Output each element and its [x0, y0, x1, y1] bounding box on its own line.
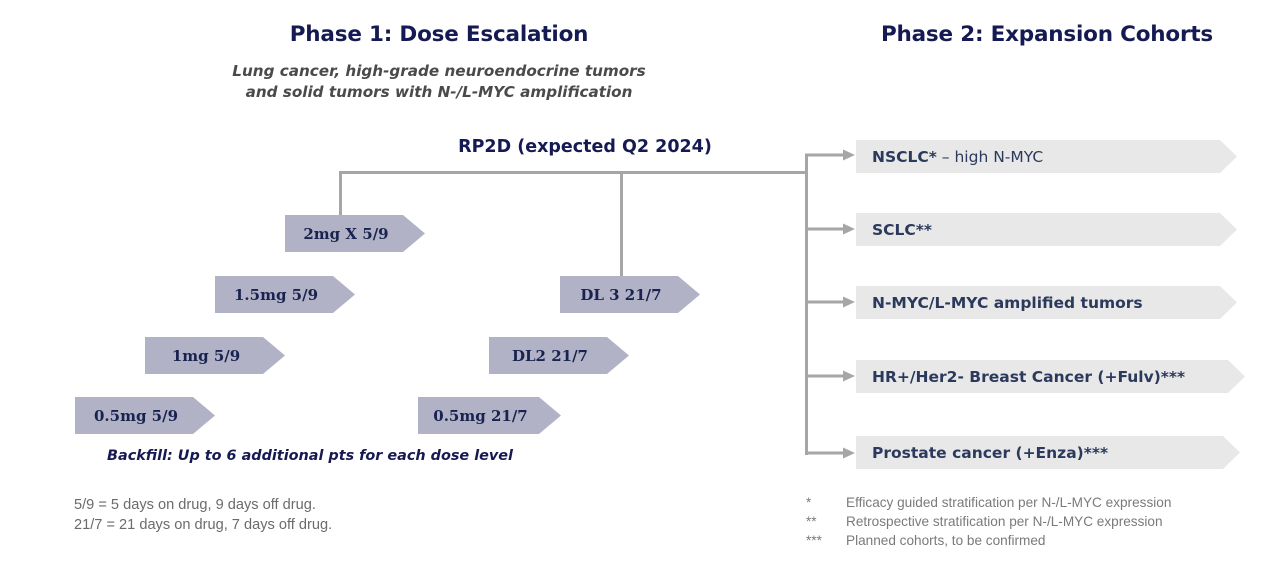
cohort-box-breast-cancer[interactable]: HR+/Her2- Breast Cancer (+Fulv)*** — [856, 360, 1245, 393]
footnote-marker: ** — [806, 514, 817, 529]
dose-chevron-1-5mg-5-9[interactable]: 1.5mg 5/9 — [215, 276, 355, 313]
connector-stub-dl3 — [620, 171, 623, 277]
footnote-text: Planned cohorts, to be confirmed — [846, 533, 1046, 548]
dose-chevron-0-5mg-21-7[interactable]: 0.5mg 21/7 — [418, 397, 561, 434]
rp2d-label: RP2D (expected Q2 2024) — [458, 137, 712, 157]
cohort-box-nsclc[interactable]: NSCLC* – high N-MYC — [856, 140, 1237, 173]
footnote-marker: *** — [806, 533, 822, 548]
cohort-box-nmyc-lmyc-amplified[interactable]: N-MYC/L-MYC amplified tumors — [856, 286, 1237, 319]
dose-chevron-label: 0.5mg 21/7 — [433, 406, 528, 425]
dose-chevron-0-5mg-5-9[interactable]: 0.5mg 5/9 — [75, 397, 215, 434]
phase1-subtitle-line1: Lung cancer, high-grade neuroendocrine t… — [232, 62, 646, 80]
footnote-row: * Efficacy guided stratification per N-/… — [806, 493, 1171, 512]
cohort-label-bold: SCLC** — [872, 220, 933, 239]
dose-chevron-label: 0.5mg 5/9 — [93, 406, 179, 425]
branch-arrow-cohort-2 — [805, 223, 855, 235]
phase2-footnotes: * Efficacy guided stratification per N-/… — [806, 493, 1171, 550]
rp2d-horizontal-connector — [339, 171, 807, 174]
dose-chevron-label: DL2 21/7 — [511, 346, 588, 365]
schedule-legend: 5/9 = 5 days on drug, 9 days off drug. 2… — [74, 495, 332, 535]
phase1-title: Phase 1: Dose Escalation — [289, 22, 589, 47]
dose-chevron-dl3-21-7[interactable]: DL 3 21/7 — [560, 276, 700, 313]
footnote-text: Efficacy guided stratification per N-/L-… — [846, 495, 1172, 510]
cohort-label: NSCLC* – high N-MYC — [872, 148, 1043, 166]
dose-chevron-1mg-5-9[interactable]: 1mg 5/9 — [145, 337, 285, 374]
dose-chevron-label: 1mg 5/9 — [171, 346, 241, 365]
footnote-row: ** Retrospective stratification per N-/L… — [806, 512, 1171, 531]
cohort-label: N-MYC/L-MYC amplified tumors — [872, 294, 1143, 312]
cohort-label-bold: HR+/Her2- Breast Cancer (+Fulv)*** — [872, 367, 1186, 386]
dose-chevron-label: 2mg X 5/9 — [303, 224, 389, 243]
cohort-label: SCLC** — [872, 221, 932, 239]
legend-line-21-7: 21/7 = 21 days on drug, 7 days off drug. — [74, 517, 333, 533]
branch-arrow-cohort-5 — [805, 447, 855, 459]
phase2-title: Phase 2: Expansion Cohorts — [880, 22, 1214, 47]
branch-arrow-cohort-1 — [805, 149, 855, 161]
phase1-subtitle-line2: and solid tumors with N-/L-MYC amplifica… — [245, 83, 633, 101]
cohort-label-bold: Prostate cancer (+Enza)*** — [872, 443, 1109, 462]
dose-chevron-label: 1.5mg 5/9 — [233, 285, 319, 304]
footnote-marker: * — [806, 495, 812, 510]
cohort-label: HR+/Her2- Breast Cancer (+Fulv)*** — [872, 368, 1185, 386]
cohort-label-rest: – high N-MYC — [936, 147, 1044, 166]
cohort-box-prostate-cancer[interactable]: Prostate cancer (+Enza)*** — [856, 436, 1240, 469]
cohort-box-sclc[interactable]: SCLC** — [856, 213, 1237, 246]
cohort-label-bold: NSCLC* — [872, 147, 937, 166]
backfill-note: Backfill: Up to 6 additional pts for eac… — [107, 448, 513, 464]
branch-arrow-cohort-3 — [805, 296, 855, 308]
cohort-label-bold: N-MYC/L-MYC amplified tumors — [872, 293, 1143, 312]
connector-stub-2mg — [339, 171, 342, 217]
phase2-trunk-connector — [805, 155, 808, 455]
footnote-row: *** Planned cohorts, to be confirmed — [806, 531, 1171, 550]
branch-arrow-cohort-4 — [805, 370, 855, 382]
dose-chevron-2mg-5-9[interactable]: 2mg X 5/9 — [285, 215, 425, 252]
dose-chevron-label: DL 3 21/7 — [580, 285, 662, 304]
dose-chevron-dl2-21-7[interactable]: DL2 21/7 — [489, 337, 629, 374]
phase1-subtitle: Lung cancer, high-grade neuroendocrine t… — [179, 61, 699, 103]
footnote-text: Retrospective stratification per N-/L-MY… — [846, 514, 1163, 529]
legend-line-5-9: 5/9 = 5 days on drug, 9 days off drug. — [74, 497, 316, 513]
cohort-label: Prostate cancer (+Enza)*** — [872, 444, 1108, 462]
